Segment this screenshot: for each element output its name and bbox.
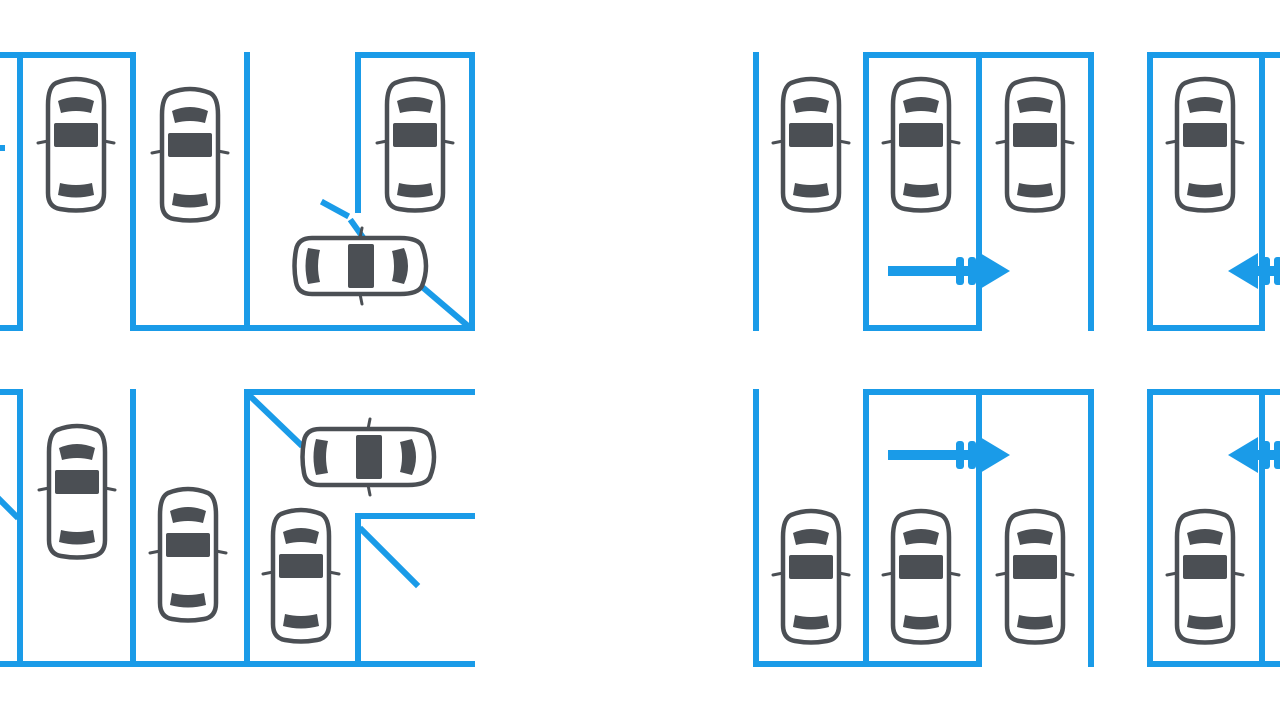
parked-car xyxy=(883,511,959,643)
bay-line xyxy=(244,389,475,667)
parked-car xyxy=(997,79,1073,211)
parked-car xyxy=(773,79,849,211)
direction-arrow-left-icon xyxy=(1228,437,1280,473)
direction-arrow-right-icon xyxy=(888,253,1010,289)
direction-arrow-left-icon xyxy=(1228,253,1280,289)
parked-car xyxy=(38,79,114,211)
bay-line xyxy=(863,52,982,331)
parked-car xyxy=(377,79,453,211)
panel-top-right xyxy=(753,52,1280,331)
bay-line xyxy=(863,389,1094,667)
panel-top-left xyxy=(0,52,475,331)
panel-bottom-left xyxy=(0,389,475,667)
angled-guide-line xyxy=(0,495,21,521)
parked-car xyxy=(39,426,115,558)
bay-line xyxy=(244,52,475,331)
parked-car xyxy=(997,511,1073,643)
bay-line xyxy=(0,389,23,667)
maneuvering-car xyxy=(303,419,435,495)
angled-guide-line xyxy=(319,198,351,220)
maneuvering-car xyxy=(295,228,427,304)
bay-line xyxy=(0,52,23,331)
direction-arrow-right-icon xyxy=(888,437,1010,473)
bay-line xyxy=(355,513,475,667)
bay-line xyxy=(1147,52,1280,331)
angled-guide-line xyxy=(245,391,305,449)
parked-car xyxy=(883,79,959,211)
parked-car xyxy=(263,510,339,642)
parked-car xyxy=(773,511,849,643)
bay-line xyxy=(20,52,248,331)
angled-guide-line xyxy=(415,280,473,331)
bay-line xyxy=(753,389,982,667)
parked-car xyxy=(150,489,226,621)
parked-car xyxy=(152,89,228,221)
bay-line xyxy=(1147,389,1280,667)
parked-car xyxy=(1167,79,1243,211)
panel-bottom-right xyxy=(753,389,1280,667)
angled-guide-line xyxy=(357,525,421,589)
parked-car xyxy=(1167,511,1243,643)
